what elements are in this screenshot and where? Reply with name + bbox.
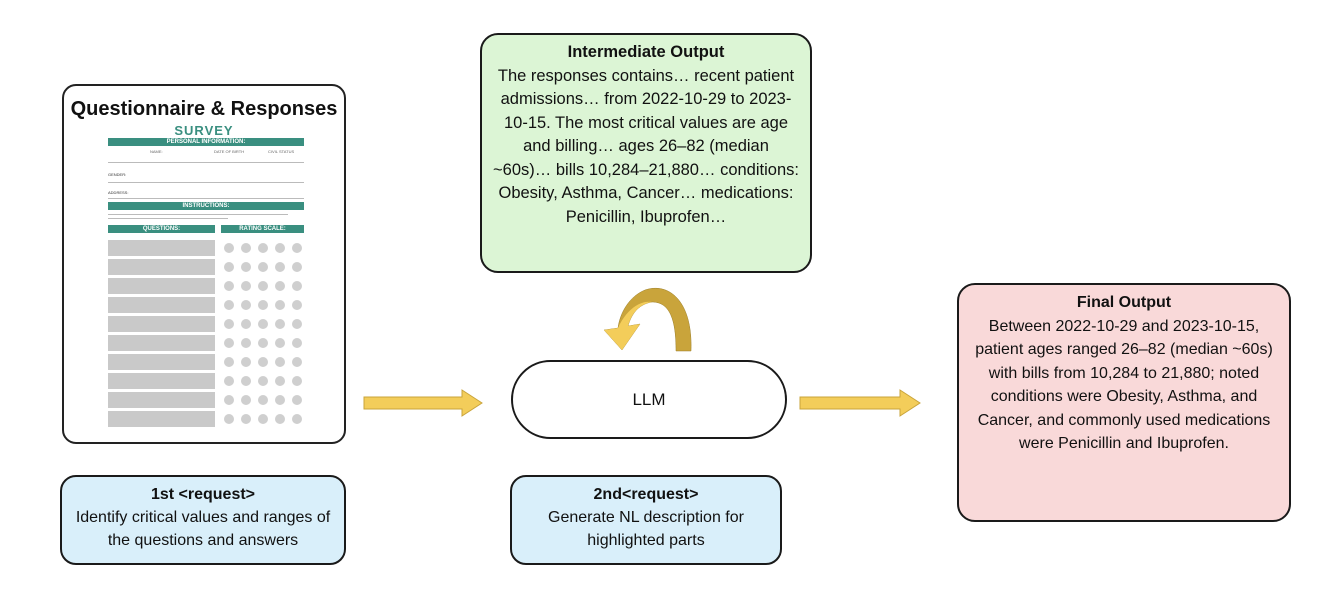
rating-dot [224, 243, 234, 253]
rating-dot [224, 319, 234, 329]
final-output-text: Between 2022-10-29 and 2023-10-15, patie… [975, 317, 1273, 453]
rating-dot [292, 376, 302, 386]
intermediate-output-title: Intermediate Output [567, 43, 725, 61]
divider [108, 182, 304, 183]
rating-dot [258, 243, 268, 253]
question-row [108, 297, 215, 313]
final-output-title: Final Output [1076, 294, 1172, 311]
rating-dot [224, 395, 234, 405]
rating-dot [241, 262, 251, 272]
first-request-title: 1st <request> [150, 486, 256, 503]
rating-dot [292, 357, 302, 367]
rating-dot [241, 376, 251, 386]
text-line [108, 218, 228, 219]
rating-dot [275, 300, 285, 310]
rating-dot [275, 338, 285, 348]
arrow-doc-to-llm [363, 389, 483, 417]
rating-dot [224, 262, 234, 272]
rating-dot [224, 300, 234, 310]
question-row [108, 259, 215, 275]
intermediate-output-text: The responses contains… recent patient a… [493, 66, 799, 226]
rating-dot [241, 395, 251, 405]
rating-dot [258, 357, 268, 367]
llm-label: LLM [632, 390, 666, 409]
rating-dot [292, 319, 302, 329]
survey-heading: SURVEY [174, 123, 234, 138]
rating-dot [241, 319, 251, 329]
rating-dot [292, 300, 302, 310]
rating-dot [224, 338, 234, 348]
gender-label: GENDER: [108, 172, 127, 177]
rating-dot [258, 262, 268, 272]
personal-info-bar: PERSONAL INFORMATION: [108, 138, 304, 146]
second-request-text: Generate NL description for highlighted … [548, 509, 744, 549]
rating-dot [258, 300, 268, 310]
question-row [108, 278, 215, 294]
rating-dot [241, 338, 251, 348]
name-label: NAME: [150, 149, 163, 154]
rating-dot [292, 338, 302, 348]
final-output-box: Final Output Between 2022-10-29 and 2023… [957, 283, 1291, 522]
rating-dot [241, 281, 251, 291]
question-row [108, 335, 215, 351]
divider [108, 198, 304, 199]
intermediate-output-box: Intermediate Output The responses contai… [480, 33, 812, 273]
first-request-text: Identify critical values and ranges of t… [75, 509, 331, 549]
second-request-box: 2nd<request> Generate NL description for… [510, 475, 782, 565]
llm-node: LLM [511, 360, 787, 439]
question-row [108, 392, 215, 408]
questionnaire-title: Questionnaire & Responses [70, 98, 338, 120]
civil-status-label: CIVIL STATUS [268, 149, 295, 154]
rating-dot [275, 376, 285, 386]
rating-dot [275, 243, 285, 253]
rating-dot [258, 319, 268, 329]
address-label: ADDRESS: [108, 190, 129, 195]
second-request-title: 2nd<request> [593, 486, 699, 503]
rating-dot [258, 395, 268, 405]
text-line [108, 214, 288, 215]
rating-dot [258, 376, 268, 386]
questionnaire-document: Questionnaire & Responses SURVEY PERSONA… [62, 84, 346, 444]
rating-dot [275, 414, 285, 424]
arrow-llm-to-final [799, 389, 921, 417]
question-row [108, 354, 215, 370]
rating-dot [258, 338, 268, 348]
rating-dot [241, 243, 251, 253]
questions-bar: QUESTIONS: [108, 225, 215, 233]
divider [108, 162, 304, 163]
rating-dot [224, 376, 234, 386]
rating-dot [292, 395, 302, 405]
rating-dot [275, 281, 285, 291]
rating-dot [241, 414, 251, 424]
question-row [108, 316, 215, 332]
rating-dot [258, 414, 268, 424]
rating-dot [292, 414, 302, 424]
question-row [108, 373, 215, 389]
rating-dot [275, 262, 285, 272]
dob-label: DATE OF BIRTH [214, 149, 245, 154]
rating-dot [275, 357, 285, 367]
rating-dot [292, 281, 302, 291]
rating-dot [241, 300, 251, 310]
question-row [108, 240, 215, 256]
rating-dot [275, 319, 285, 329]
rating-dot [224, 414, 234, 424]
first-request-box: 1st <request> Identify critical values a… [60, 475, 346, 565]
rating-dot [224, 357, 234, 367]
rating-dot [241, 357, 251, 367]
rating-dot [224, 281, 234, 291]
rating-dot [275, 395, 285, 405]
rating-dot [292, 262, 302, 272]
loop-arrow-highlight [604, 301, 652, 350]
instructions-bar: INSTRUCTIONS: [108, 202, 304, 210]
rating-dot [292, 243, 302, 253]
rating-scale-bar: RATING SCALE: [221, 225, 304, 233]
question-row [108, 411, 215, 427]
rating-dot [258, 281, 268, 291]
